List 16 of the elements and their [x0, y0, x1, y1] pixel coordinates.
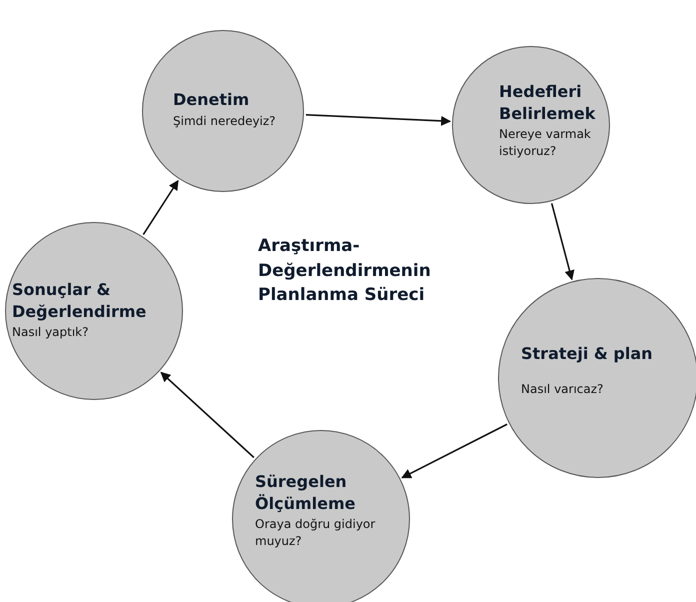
stage-title: Hedefleri Belirlemek — [499, 81, 596, 124]
stage-question: Nasıl varıcaz? — [521, 380, 604, 398]
stage-title: Denetim — [173, 89, 250, 111]
arrow — [142, 180, 179, 235]
stage-title: Strateji & plan — [521, 343, 653, 365]
stage-title: Süregelen Ölçümleme — [255, 471, 356, 514]
arrow — [160, 372, 254, 458]
stage-question: Şimdi neredeyiz? — [173, 112, 276, 130]
arrow — [550, 203, 574, 280]
stage-question: Nereye varmak istiyoruz? — [499, 126, 592, 160]
stage-question: Oraya doğru gidiyor muyuz? — [255, 516, 376, 550]
stage-title: Sonuçlar & Değerlendirme — [12, 279, 148, 322]
arrow — [401, 424, 508, 478]
center-title: Araştırma- Değerlendirmenin Planlanma Süreci — [258, 235, 432, 308]
stage-question: Nasıl yaptık? — [12, 324, 88, 341]
arrow — [306, 114, 452, 126]
